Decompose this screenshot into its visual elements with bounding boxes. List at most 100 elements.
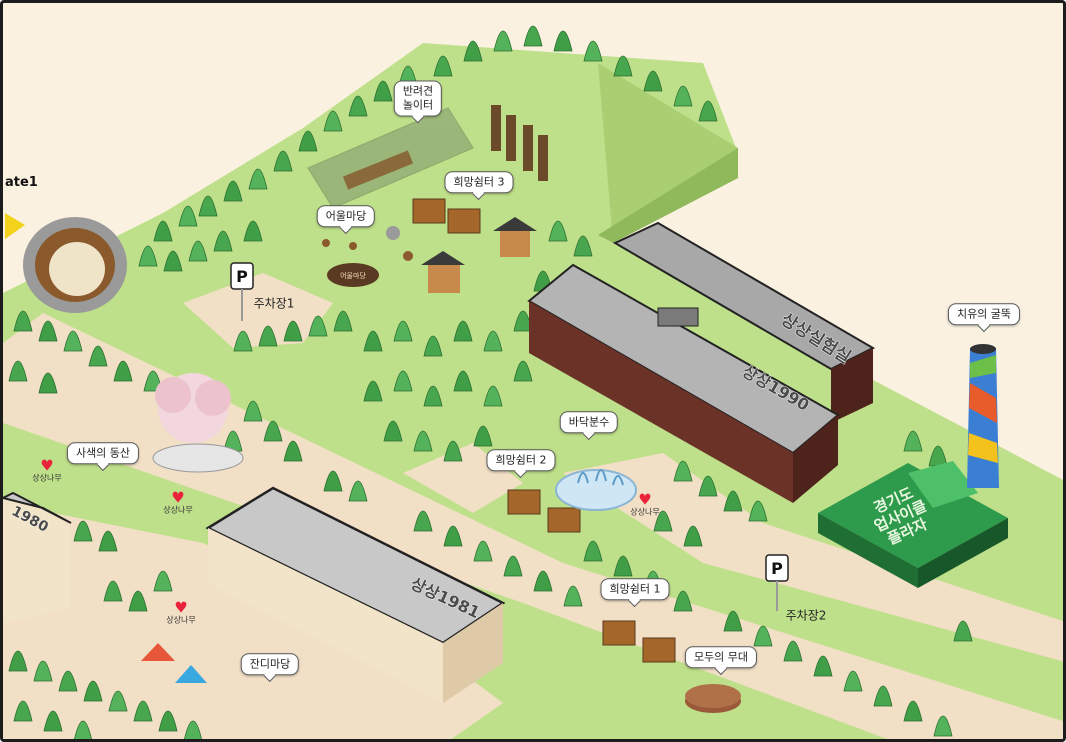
tree-icon [74,720,92,739]
tree-icon [698,475,718,497]
floor-fountain-callout[interactable]: 바닥분수 [559,411,619,433]
heart-icon: ♥ [171,488,185,507]
tree-icon [33,660,53,682]
contemplation-hill-callout[interactable]: 사색의 동산 [66,442,140,464]
tree-icon [43,710,63,732]
tree-icon [363,330,383,352]
tree-icon [8,650,28,672]
floor-fountain [555,469,637,511]
tree-label: 상상나무 [163,505,193,515]
tree-icon [308,315,328,337]
tree-icon [813,655,833,677]
rest-shelters [412,198,676,663]
tree-icon [213,230,233,252]
tree-icon [698,100,718,122]
tree-icon [13,310,33,332]
tree-icon [198,195,218,217]
tree-icon [953,620,973,642]
tree-icon [88,345,108,367]
tree-icon [188,240,208,262]
tree-icon [263,420,283,442]
sangsang-1980-building: 1980 [3,491,72,623]
tree-icon [98,530,118,552]
pavilions [421,217,537,293]
gate-tunnel [5,213,127,313]
tree-icon [613,55,633,77]
cherry-blossom-tree [152,373,244,473]
tree-icon [333,310,353,332]
tree-icon [243,400,263,422]
tree-icon [13,700,33,722]
tree-icon [298,130,318,152]
tree-icon [413,510,433,532]
tree-icon [423,335,443,357]
tree-icon [243,220,263,242]
tree-icon [683,525,703,547]
lawn-yard-callout[interactable]: 잔디마당 [240,653,300,675]
sangsang-tree-marker[interactable]: ♥ 상상나무 [630,492,660,518]
tree-label: 상상나무 [32,473,62,483]
dog-park-callout[interactable]: 반려견 놀이터 [393,80,443,116]
tree-icon [533,570,553,592]
tree-icon [583,540,603,562]
tree-icon [653,510,673,532]
tree-icon [138,245,158,267]
tree-icon [163,250,183,272]
sangsang-1990-building: 상상1990 [527,263,840,503]
tree-icon [423,385,443,407]
tree-icon [673,590,693,612]
tree-icon [223,180,243,202]
tree-label: 상상나무 [630,507,660,517]
tree-clusters [8,25,973,739]
sangsang-tree-marker[interactable]: ♥ 상상나무 [166,600,196,626]
svg-text:어울마당: 어울마당 [340,271,366,280]
tree-icon [843,670,863,692]
tree-icon [413,430,433,452]
tree-icon [153,220,173,242]
tree-icon [873,685,893,707]
hope-rest-3-callout[interactable]: 희망쉼터 3 [444,171,514,193]
tree-icon [493,30,513,52]
svg-text:P: P [236,267,248,286]
parking-1-label[interactable]: 주차장1 [253,296,295,311]
tree-icon [523,25,543,47]
eoul-madang-callout[interactable]: 어울마당 [316,205,376,227]
tree-icon [83,680,103,702]
sangsang-tree-marker[interactable]: ♥ 상상나무 [163,488,193,516]
tree-icon [433,55,453,77]
tree-icon [58,670,78,692]
healing-chimney [967,344,999,488]
tree-icon [673,460,693,482]
stage-callout[interactable]: 모두의 무대 [684,646,758,668]
parking-2-label[interactable]: 주차장2 [785,608,827,623]
paths [3,273,1063,739]
tree-icon [38,372,58,394]
tree-icon [443,440,463,462]
tree-icon [563,585,583,607]
tree-icon [128,590,148,612]
tree-icon [903,700,923,722]
hope-rest-1-callout[interactable]: 희망쉼터 1 [600,578,670,600]
tree-icon [553,30,573,52]
tree-icon [223,430,243,452]
healing-chimney-callout[interactable]: 치유의 굴뚝 [947,303,1021,325]
wooden-posts [491,105,548,181]
hope-rest-2-callout[interactable]: 희망쉼터 2 [486,449,556,471]
tree-icon [323,470,343,492]
sangsang-tree-marker[interactable]: ♥ 상상나무 [32,458,62,484]
tree-icon [38,320,58,342]
tree-icon [63,330,83,352]
tree-icon [513,360,533,382]
tree-icon [573,235,593,257]
tree-label: 상상나무 [166,615,196,625]
tree-icon [903,430,923,452]
parking-signs: P P [230,262,789,611]
tree-icon [643,70,663,92]
tree-icon [548,220,568,242]
tree-icon [673,85,693,107]
tree-icon [184,720,202,739]
tree-icon [348,480,368,502]
tree-icon [73,520,93,542]
upcycle-plaza-building [818,461,1008,588]
